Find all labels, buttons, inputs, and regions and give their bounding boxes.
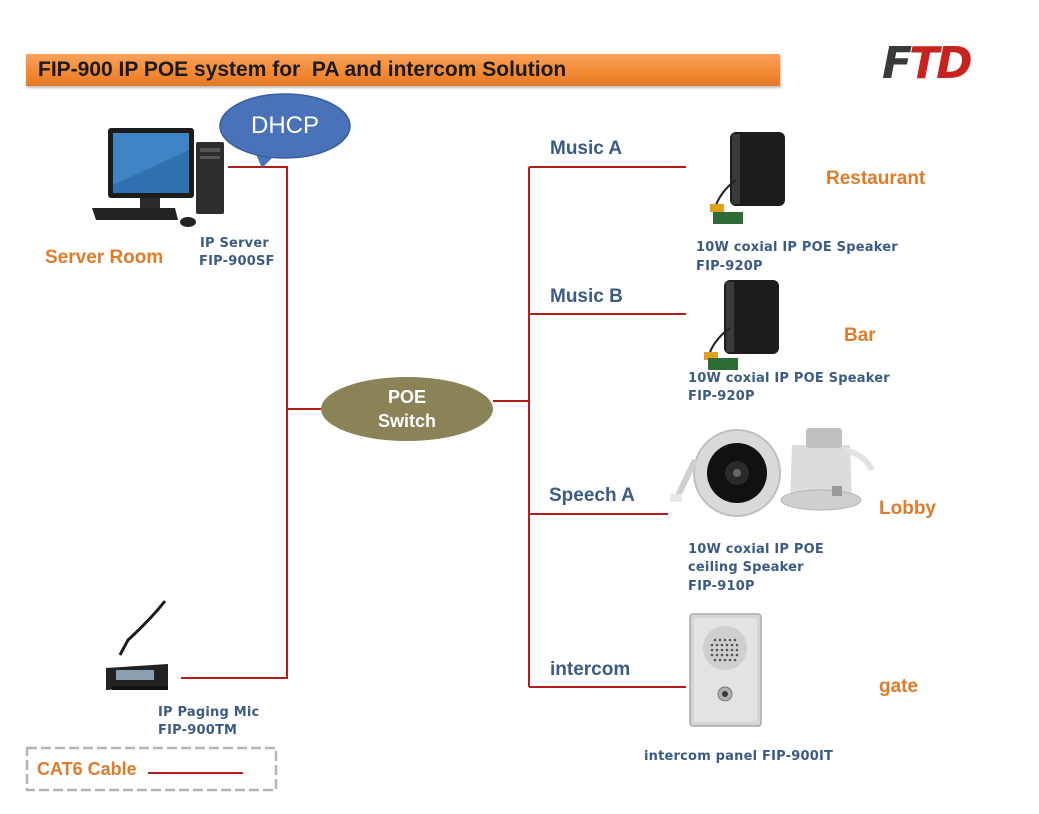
speaker-model-music-a: FIP-920P bbox=[696, 259, 763, 274]
speaker-desc-speech-a-line1: 10W coxial IP POE bbox=[688, 542, 824, 557]
intercom-desc: intercom panel FIP-900IT bbox=[644, 749, 834, 764]
speaker-model-music-b: FIP-920P bbox=[688, 389, 755, 404]
zone-label-intercom: intercom bbox=[550, 659, 631, 680]
cable-server-to-mic bbox=[181, 166, 288, 679]
legend-box bbox=[25, 746, 278, 792]
dhcp-callout bbox=[219, 93, 351, 168]
speaker-desc-music-b: 10W coxial IP POE Speaker bbox=[688, 371, 890, 386]
zone-label-music-b: Music B bbox=[550, 286, 623, 307]
title-bar: FIP-900 IP POE system for PA and interco… bbox=[26, 54, 780, 86]
desktop-computer-icon bbox=[92, 128, 224, 227]
switch-label-line2: Switch bbox=[377, 411, 436, 431]
page-title: FIP-900 IP POE system for PA and interco… bbox=[38, 58, 567, 81]
server-model: FIP-900SF bbox=[199, 254, 275, 269]
speaker-desc-speech-a-line2: ceiling Speaker bbox=[688, 560, 804, 575]
logo-letter-f: F bbox=[882, 38, 912, 89]
poe-switch-label: POE Switch bbox=[321, 385, 493, 433]
wall-speaker-icon-restaurant bbox=[710, 132, 785, 224]
speaker-desc-music-a: 10W coxial IP POE Speaker bbox=[696, 240, 898, 255]
dhcp-label: DHCP bbox=[250, 112, 319, 139]
place-label-gate: gate bbox=[879, 676, 919, 697]
legend-label: CAT6 Cable bbox=[37, 759, 137, 779]
mic-model: FIP-900TM bbox=[158, 723, 238, 738]
gooseneck-microphone-icon bbox=[106, 600, 168, 690]
server-name: IP Server bbox=[200, 236, 269, 251]
place-label-restaurant: Restaurant bbox=[826, 168, 926, 189]
zone-label-speech-a: Speech A bbox=[549, 485, 635, 506]
wall-speaker-icon-bar bbox=[704, 280, 779, 370]
intercom-panel-icon bbox=[689, 613, 762, 727]
ceiling-speaker-icon bbox=[670, 428, 875, 517]
place-label-bar: Bar bbox=[844, 325, 876, 346]
speaker-model-speech-a: FIP-910P bbox=[688, 579, 755, 594]
cable-lines-right bbox=[493, 166, 686, 688]
zone-label-music-a: Music A bbox=[550, 138, 623, 159]
cable-lines-left bbox=[181, 166, 322, 679]
logo-letters-td: TD bbox=[909, 38, 973, 89]
mic-name: IP Paging Mic bbox=[158, 705, 260, 720]
place-label-lobby: Lobby bbox=[879, 498, 936, 519]
poe-switch-ellipse bbox=[321, 377, 493, 441]
server-room-label: Server Room bbox=[45, 247, 164, 268]
ftd-logo: FTD bbox=[882, 38, 973, 89]
switch-label-line1: POE bbox=[387, 387, 426, 407]
